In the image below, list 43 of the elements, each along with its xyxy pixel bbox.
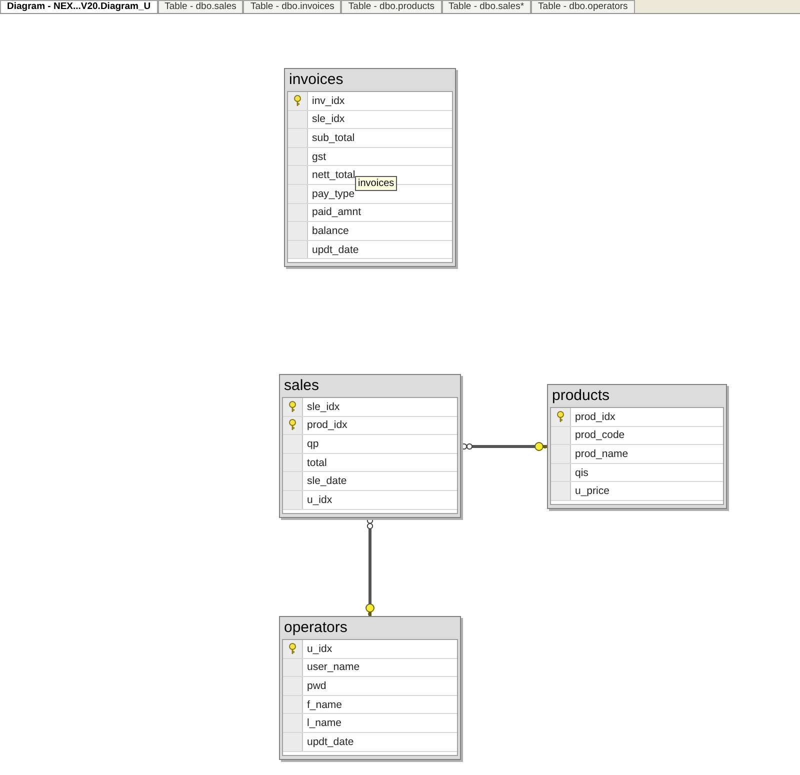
column-name: total	[307, 456, 327, 470]
column-name: user_name	[307, 660, 360, 674]
table-title: products	[551, 386, 611, 406]
column-name: updt_date	[307, 734, 354, 749]
table-box	[279, 616, 461, 760]
tooltip: invoices	[355, 176, 398, 191]
tab: Table - dbo.invoices	[243, 0, 342, 13]
table-title: sales	[283, 376, 320, 396]
column-name: prod_idx	[575, 410, 616, 424]
column-name: prod_idx	[307, 418, 348, 432]
table-title: invoices	[288, 70, 344, 90]
tab: Table - dbo.products	[341, 0, 442, 13]
column-name: l_name	[307, 716, 342, 730]
table-box	[284, 68, 456, 268]
tab: Table - dbo.sales	[158, 0, 244, 13]
relationship-line	[365, 518, 375, 617]
column-name: pwd	[307, 678, 326, 693]
active-tab: Diagram - NEX...V20.Diagram_U	[0, 0, 158, 13]
column-name: sle_idx	[307, 400, 340, 414]
column-name: u_price	[575, 484, 610, 498]
table-box	[547, 384, 727, 509]
column-name: balance	[312, 224, 349, 238]
column-name: gst	[312, 150, 326, 164]
column-name: pay_type	[312, 186, 355, 201]
column-name: sle_date	[307, 474, 347, 488]
column-name: qis	[575, 466, 588, 480]
column-name: updt_date	[312, 242, 359, 257]
tab: Table - dbo.sales*	[442, 0, 532, 13]
relationship-line	[460, 442, 548, 452]
table-box	[279, 374, 461, 518]
column-name: u_idx	[307, 642, 332, 656]
column-name: u_idx	[307, 492, 332, 507]
tab: Table - dbo.operators	[531, 0, 635, 13]
column-name: inv_idx	[312, 94, 345, 108]
column-name: sub_total	[312, 130, 355, 145]
table-title: operators	[283, 618, 348, 638]
column-name: prod_code	[575, 428, 625, 442]
column-name: paid_amnt	[312, 205, 362, 220]
column-name: nett_total	[312, 168, 356, 182]
column-name: f_name	[307, 698, 342, 712]
column-name: sle_idx	[312, 112, 345, 126]
column-name: qp	[307, 436, 319, 451]
column-name: prod_name	[575, 446, 628, 461]
